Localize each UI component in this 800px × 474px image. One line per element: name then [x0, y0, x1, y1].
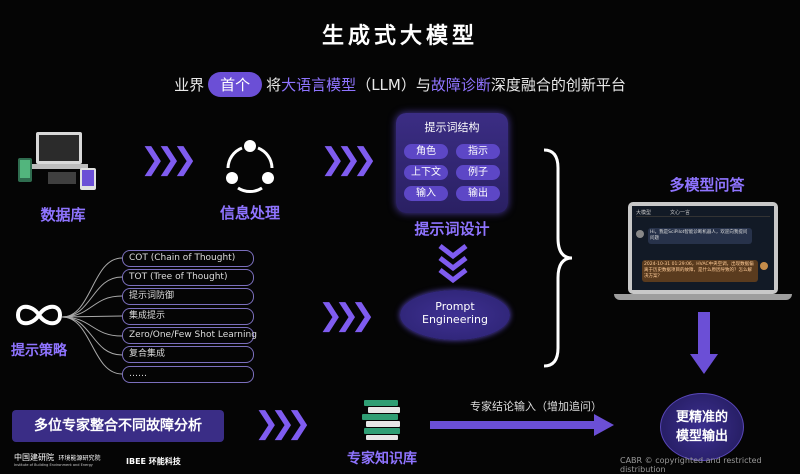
chat-divider: [636, 216, 770, 217]
laptop-base: [614, 294, 792, 300]
watermark: CABR © copyrighted and restricted distri…: [620, 456, 762, 474]
strategy-item-shot-learning: Zero/One/Few Shot Learning: [122, 327, 257, 344]
chevrons-right-icon: ❯❯❯: [318, 298, 376, 333]
chevrons-right-icon: ❯❯❯: [320, 142, 378, 177]
org-logo-cn: 中国建研院: [14, 453, 54, 462]
chat-app-name: 大模型: [636, 210, 652, 216]
arrow-down-icon: [690, 312, 718, 374]
prompt-structure-header: 提示词结构: [424, 121, 480, 134]
org-logo: 中国建研院 环境能源研究院 Institute of Building Envi…: [14, 452, 124, 467]
strategy-item-defense: 提示词防御: [122, 288, 254, 305]
database-icon: [18, 132, 96, 190]
strategy-item-ensemble: 集成提示: [122, 308, 254, 325]
expert-input-label: 专家结论输入（增加追问）: [470, 400, 602, 413]
prompt-engineering-label: Prompt Engineering: [422, 300, 488, 326]
page-title: 生成式大模型: [321, 24, 478, 49]
subtitle-part2: 将: [266, 76, 282, 94]
chat-tab: 文心一言: [670, 210, 691, 216]
chip-role: 角色: [404, 144, 448, 159]
chip-input: 输入: [404, 186, 448, 201]
better-output-label: 更精准的模型输出: [675, 410, 728, 444]
subtitle-part4: 深度融合的创新平台: [490, 76, 626, 94]
laptop: 大模型 文心一言 Hi，我是SciPilot智能诊断机器人，欢迎向我提问问题 2…: [628, 202, 778, 294]
subtitle: 业界首个将大语言模型（LLM）与故障诊断深度融合的创新平台: [0, 72, 800, 97]
strategy-item-composite: 复合集成: [122, 346, 254, 363]
chip-example: 例子: [456, 165, 500, 180]
strategy-item-cot: COT (Chain of Thought): [122, 250, 254, 267]
chip-context: 上下文: [404, 165, 448, 180]
chip-output: 输出: [456, 186, 500, 201]
prompt-design-label: 提示词设计: [414, 220, 490, 238]
expert-kb-label: 专家知识库: [347, 451, 417, 467]
chevrons-right-icon: ❯❯❯: [140, 142, 198, 177]
subtitle-part3: （LLM）与: [356, 76, 431, 94]
chat-message-bot: Hi，我是SciPilot智能诊断机器人，欢迎向我提问问题: [648, 228, 752, 244]
chip-instruction: 指示: [456, 144, 500, 159]
database-label: 数据库: [40, 206, 86, 224]
org-logo-sub: 环境能源研究院: [58, 455, 101, 462]
bot-avatar: [636, 230, 644, 238]
multi-model-qa-label: 多模型问答: [669, 176, 745, 194]
strategy-item-tot: TOT (Tree of Thought): [122, 269, 254, 286]
books-icon: [362, 400, 400, 440]
prompt-strategy-label: 提示策略: [11, 343, 67, 359]
user-avatar: [760, 262, 768, 270]
better-output-node: 更精准的模型输出: [660, 393, 744, 461]
info-processing-label: 信息处理: [219, 204, 280, 222]
brace-icon: [543, 148, 573, 368]
prompt-structure-box: 提示词结构 角色 指示 上下文 例子 输入 输出: [396, 113, 508, 213]
subtitle-part1: 业界: [174, 76, 205, 94]
ibee-logo: IBEE 环能科技: [126, 457, 181, 466]
expert-analysis-bar: 多位专家整合不同故障分析: [12, 410, 224, 442]
arrow-right-icon: [430, 414, 614, 436]
chevrons-down-icon: [438, 244, 468, 284]
subtitle-highlight-llm: 大语言模型: [281, 76, 357, 94]
prompt-engineering-node: Prompt Engineering: [400, 290, 510, 340]
infinity-icon: [15, 304, 63, 326]
chevrons-right-icon: ❯❯❯: [254, 406, 312, 441]
strategy-item-more: ……: [122, 366, 254, 383]
cycle-icon: [226, 140, 274, 193]
chat-screen: 大模型 文心一言 Hi，我是SciPilot智能诊断机器人，欢迎向我提问问题 2…: [632, 206, 774, 290]
subtitle-highlight-diagnosis: 故障诊断: [430, 76, 491, 94]
chat-message-user: 2024-10-31 01:29:06，HVAC中央空调，出现数据偏离于历史数据…: [642, 260, 758, 282]
fan-connector: [62, 257, 123, 375]
org-logo-en: Institute of Building Environment and En…: [14, 463, 93, 467]
subtitle-pill: 首个: [208, 72, 263, 97]
